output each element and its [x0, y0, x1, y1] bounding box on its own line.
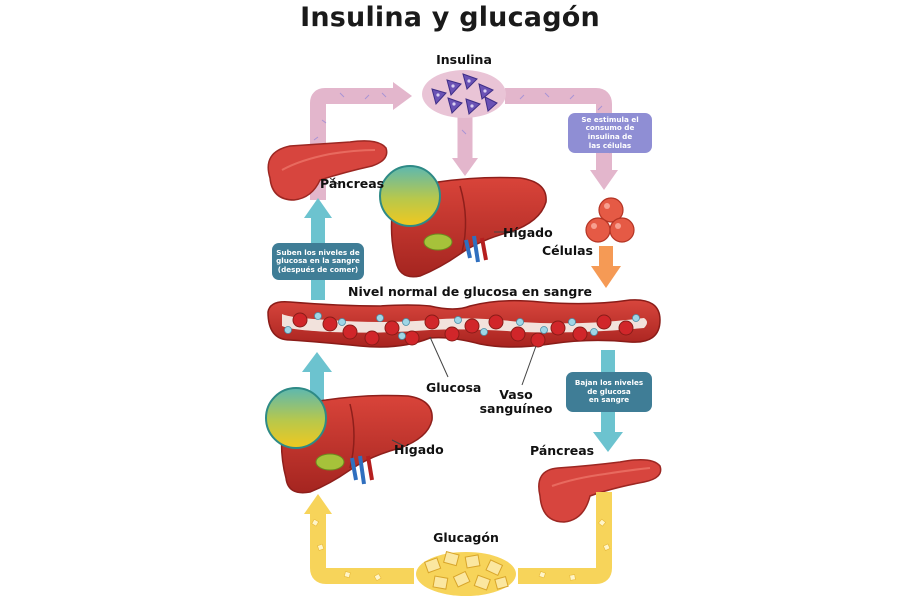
label-glucagon: Glucagón: [433, 530, 499, 545]
label-nivel-normal: Nivel normal de glucosa en sangre: [348, 284, 592, 299]
box-suben-niveles: Suben los niveles de glucosa en la sangr…: [272, 243, 364, 280]
label-insulina: Insulina: [436, 52, 492, 67]
insulin-molecules: [422, 70, 506, 118]
leader-lines: [329, 177, 537, 386]
glucagon-path: [304, 492, 612, 584]
liver-bottom-icon: [265, 387, 433, 494]
label-higado-top: Hígado: [503, 225, 553, 240]
liver-top-icon: [379, 165, 547, 278]
box-estimula-line2: consumo de: [585, 123, 635, 133]
label-vaso: Vaso sanguíneo: [478, 388, 554, 416]
box-bajan-line3: en sangre: [588, 395, 630, 405]
box-estimula-line4: las células: [588, 140, 632, 150]
pancreas-top-icon: [267, 140, 388, 201]
insulin-path: [310, 82, 618, 200]
label-pancreas-top: Páncreas: [320, 176, 385, 191]
box-estimula-line1: Se estimula el: [581, 114, 639, 124]
box-suben-line1: Suben los niveles de: [276, 247, 360, 257]
label-glucosa: Glucosa: [426, 380, 482, 395]
label-celulas: Células: [542, 243, 593, 258]
page-title: Insulina y glucagón: [300, 2, 600, 33]
label-higado-bottom: Hígado: [394, 442, 444, 457]
label-pancreas-bottom: Páncreas: [530, 443, 595, 458]
glucagon-molecules: [416, 551, 516, 596]
box-suben-line2: glucosa en la sangre: [276, 256, 360, 266]
box-suben-line3: (después de comer): [277, 264, 359, 274]
pancreas-bottom-icon: [538, 459, 662, 523]
box-estimula-line3: insulina de: [587, 132, 633, 141]
box-bajan-line2: de glucosa: [587, 386, 631, 396]
box-bajan-line1: Bajan los niveles: [574, 378, 644, 388]
box-bajan-niveles: Bajan los niveles de glucosa en sangre: [566, 372, 652, 412]
label-vaso-line2: sanguíneo: [479, 401, 553, 416]
blood-vessel-icon: [267, 299, 661, 348]
box-estimula-insulina: Se estimula el consumo de insulina de la…: [568, 113, 652, 153]
arrow-down-orange-icon: [591, 246, 621, 288]
label-vaso-line1: Vaso: [499, 387, 533, 402]
cells-icon: [585, 197, 635, 243]
